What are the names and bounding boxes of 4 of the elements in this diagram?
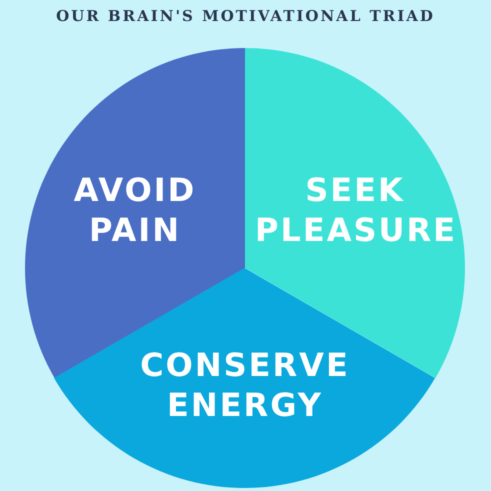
title: OUR BRAIN'S MOTIVATIONAL TRIAD [56,7,435,25]
slice-label: SEEK PLEASURE [255,170,455,250]
slice-label: AVOID PAIN [72,170,198,250]
slice-label: CONSERVE ENERGY [139,345,351,425]
